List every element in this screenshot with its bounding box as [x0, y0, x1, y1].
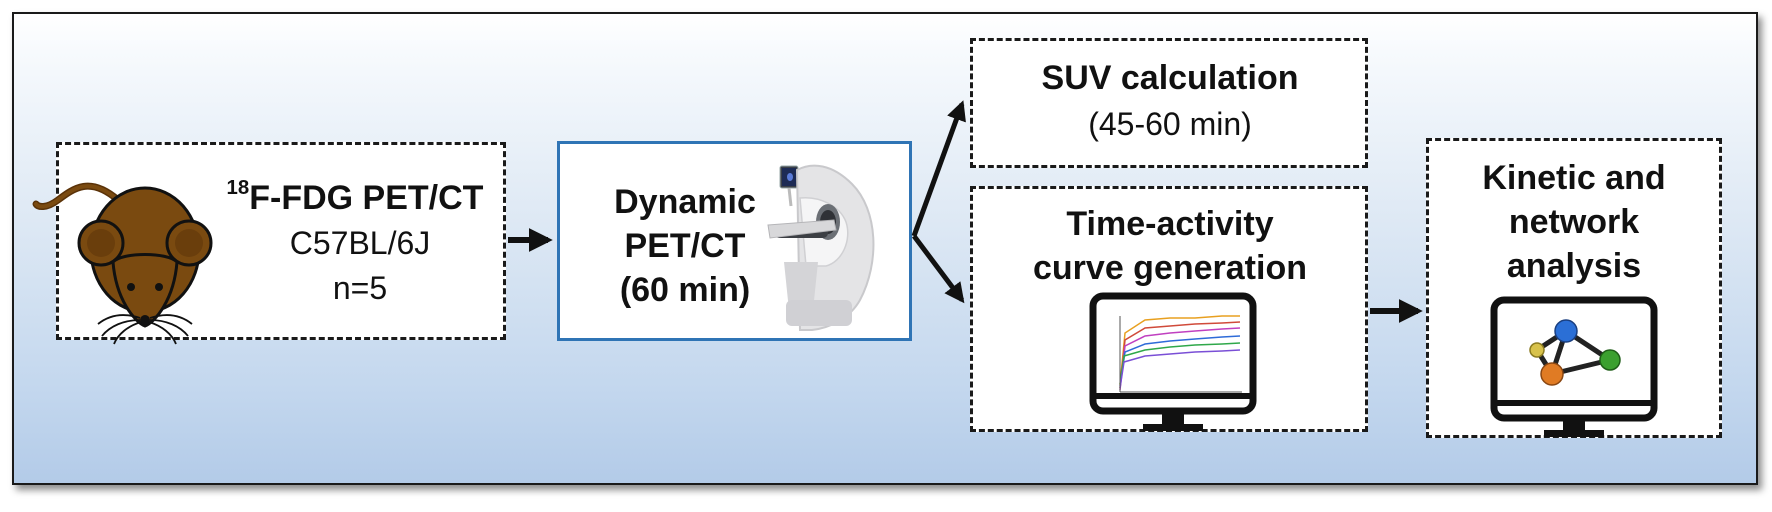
mouse-strain: C57BL/6J: [289, 225, 431, 261]
scan-type-line1: Dynamic: [614, 183, 756, 221]
tac-title-line1: Time-activity: [1066, 205, 1274, 243]
monitor-network-icon: [1490, 296, 1658, 437]
monitor-curves-icon: [1089, 292, 1257, 431]
kinetic-title-line3: analysis: [1506, 247, 1642, 285]
kinetic-title-line1: Kinetic and: [1482, 159, 1666, 197]
kinetic-title-line2: network: [1508, 203, 1640, 241]
suv-window: (45-60 min): [1088, 106, 1252, 142]
scan-type-line2: PET/CT: [624, 227, 746, 265]
arrow-scan-to-suv: [911, 100, 966, 237]
suv-calculation-box: [970, 38, 1368, 168]
tac-title-line2: curve generation: [1033, 249, 1307, 287]
arrow-scan-to-tac: [912, 234, 965, 304]
sample-size: n=5: [332, 270, 388, 306]
mouse-icon: [32, 182, 213, 345]
tracer-title: 18F-FDG PET/CT: [205, 176, 505, 218]
tracer-name: F-FDG PET/CT: [249, 179, 484, 217]
suv-title: SUV calculation: [1041, 59, 1299, 97]
scan-duration: (60 min): [619, 271, 751, 309]
isotope-superscript: 18: [226, 176, 250, 199]
pet-ct-scanner-icon: [767, 164, 875, 331]
